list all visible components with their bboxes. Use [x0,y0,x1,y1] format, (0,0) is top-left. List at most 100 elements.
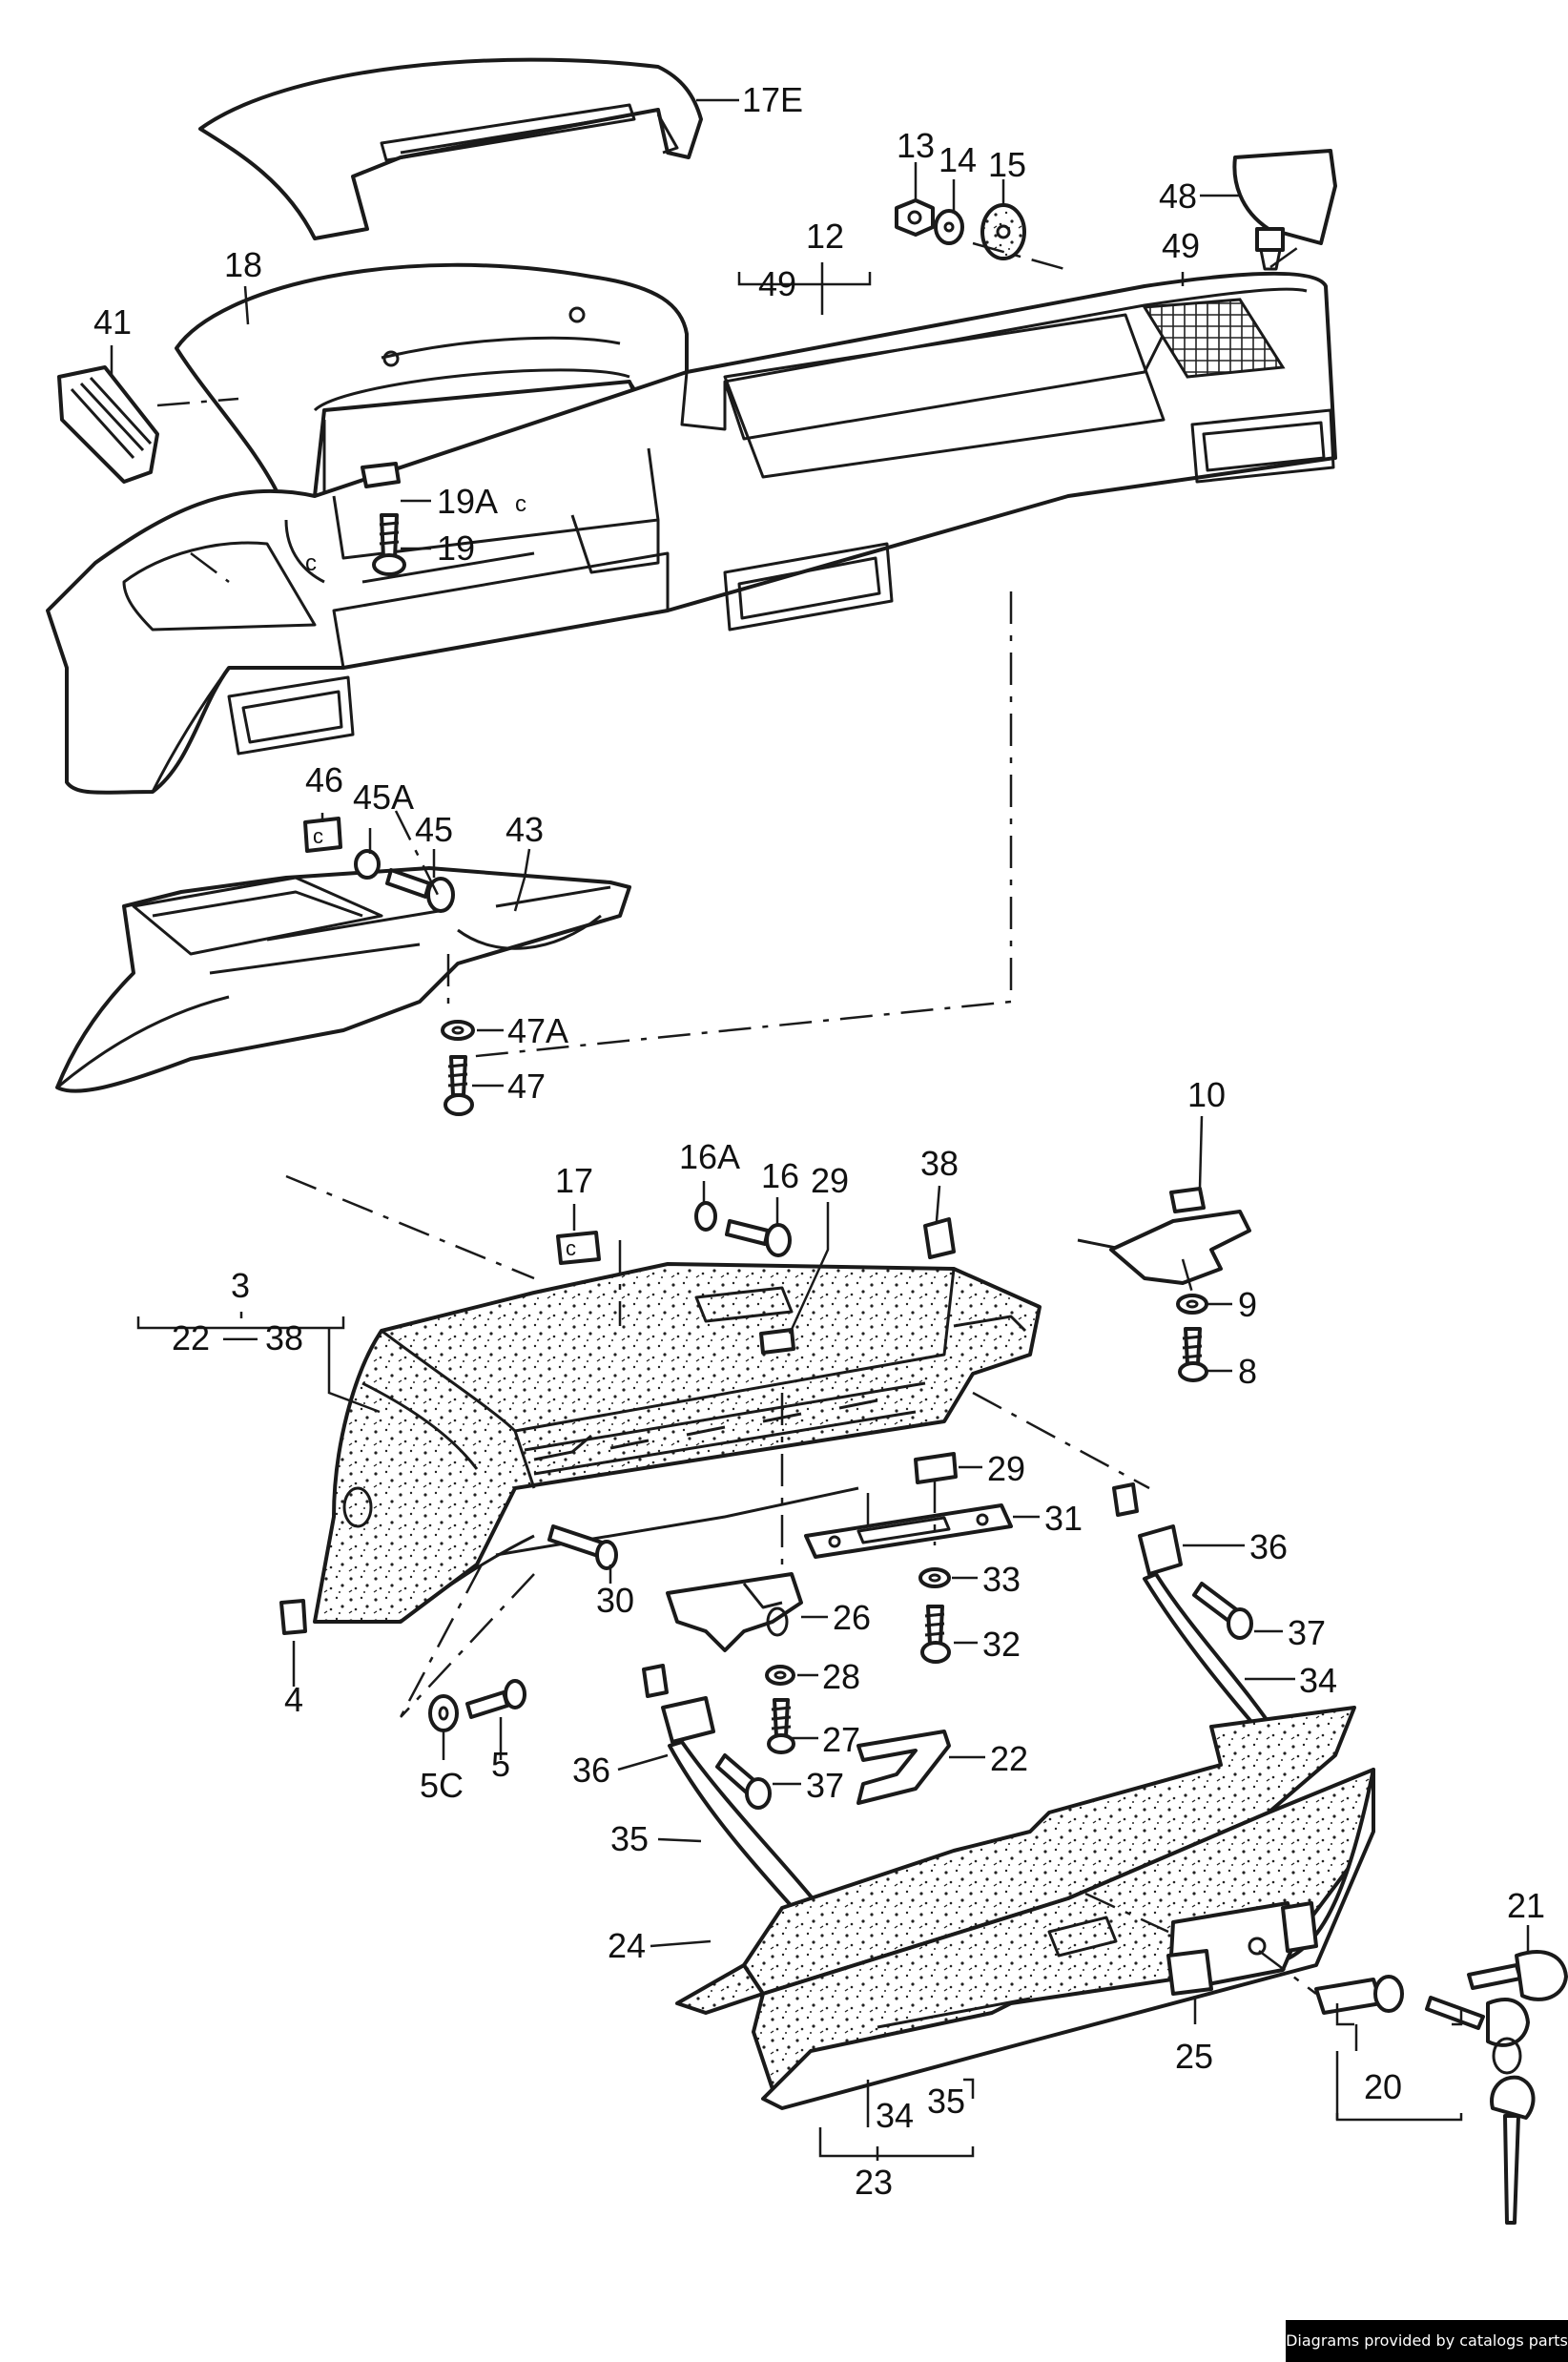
nut-13 [895,198,935,237]
callout-41: 41 [93,302,132,342]
callout-16: 16 [761,1156,799,1195]
svg-text:c: c [515,491,526,517]
callout-47: 47 [507,1067,546,1106]
striker-plate-31 [804,1503,1013,1559]
callout-5: 5 [491,1745,510,1784]
callout-15: 15 [988,145,1026,184]
alignment-lines [156,241,1317,1995]
callout-30: 30 [596,1581,634,1620]
callout-10: 10 [1187,1075,1226,1114]
screw-16 [725,1219,792,1257]
callout-19: 19 [437,528,475,568]
screw-45 [385,868,455,913]
damper-30 [547,1524,618,1570]
callout-28: 28 [822,1657,860,1696]
callout-5c: 5C [420,1766,464,1805]
callout-26: 26 [833,1598,871,1637]
glovebox-housing [313,1262,1042,1624]
clip-19a [361,462,401,488]
diagram-credit: Diagrams provided by catalogs parts [1286,2320,1568,2362]
callout-38-top: 38 [920,1144,959,1183]
callout-3: 3 [231,1266,250,1305]
callout-46: 46 [305,760,343,799]
callout-45: 45 [415,810,453,849]
clip-46: c [303,817,342,853]
callout-22: 22 [990,1739,1028,1778]
key-21 [1467,1950,1568,2001]
callout-37-left: 37 [806,1766,844,1805]
cluster-cover-top [198,57,703,240]
svg-text:c: c [313,824,323,848]
callout-13: 13 [897,126,935,165]
washer-45a [354,849,381,880]
cover-plate-22 [856,1730,951,1805]
screw-5 [465,1679,526,1719]
callout-21: 21 [1507,1886,1545,1925]
hinge-bracket-36-left [642,1664,715,1744]
screw-37-right [1192,1582,1253,1640]
screw-37-left [715,1753,772,1810]
callout-25: 25 [1175,2037,1213,2076]
clip-29-top [759,1328,795,1355]
screw-19 [372,513,406,576]
callout-33: 33 [982,1560,1021,1599]
callout-35-left: 35 [610,1819,649,1858]
screw-32 [920,1605,951,1664]
callout-36-left: 36 [572,1751,610,1790]
callout-16a: 16A [679,1137,740,1176]
vent-grille-48 [1232,149,1337,271]
callout-labels: 17E 13 14 15 48 12 49 49 18 41 19A 19 46… [93,80,1545,2202]
callout-4: 4 [284,1680,303,1719]
callout-22-range-start: 22 [172,1318,210,1357]
leader-lines [110,98,1530,2161]
callout-27: 27 [822,1720,860,1759]
hinge-bracket-36-right [1112,1482,1183,1576]
callout-24: 24 [608,1926,646,1965]
callout-35-bottom: 35 [927,2082,965,2121]
callout-45a: 45A [353,777,414,817]
screw-47 [444,1055,474,1116]
washer-33 [918,1567,951,1588]
washer-9 [1176,1294,1208,1315]
callout-14: 14 [939,140,977,179]
clip-4 [279,1599,307,1635]
callout-range-dash: — [223,1316,258,1356]
washer-28 [765,1665,795,1686]
callout-17: 17 [555,1161,593,1200]
callout-23: 23 [855,2163,893,2202]
callout-17e: 17E [742,80,803,119]
screw-8 [1178,1327,1208,1382]
callout-29-top: 29 [811,1161,849,1200]
washer-16a [694,1201,717,1232]
key-ring-20 [1425,1996,1536,2225]
clip-17: c [556,1231,601,1265]
svg-text:c: c [305,550,317,576]
callout-49-group: 49 [758,264,796,303]
washer-47a [441,1020,475,1041]
callout-47a: 47A [507,1011,568,1050]
clip-38 [923,1217,956,1259]
glovebox-door-inner-24 [675,1706,1356,2015]
washer-14 [934,209,964,245]
lock-cylinder-20 [1314,1975,1404,2015]
disc-15 [980,203,1026,260]
lower-dash-panel [55,866,631,1093]
callout-38-range-end: 38 [265,1318,303,1357]
clip-29-side [914,1452,958,1484]
callout-29-side: 29 [987,1449,1025,1488]
catch-26 [666,1572,803,1652]
callout-32: 32 [982,1625,1021,1664]
callout-36-right: 36 [1249,1527,1288,1566]
callout-8: 8 [1238,1352,1257,1391]
callout-31: 31 [1044,1499,1083,1538]
callout-12: 12 [806,217,844,256]
callout-49: 49 [1162,226,1200,265]
callout-48: 48 [1159,176,1197,216]
screw-27 [767,1698,795,1754]
callout-34-bottom: 34 [876,2096,914,2135]
callout-34-right: 34 [1299,1661,1337,1700]
callout-18: 18 [224,245,262,284]
dashboard-main: c c [46,271,1337,795]
washer-5c [428,1694,459,1732]
